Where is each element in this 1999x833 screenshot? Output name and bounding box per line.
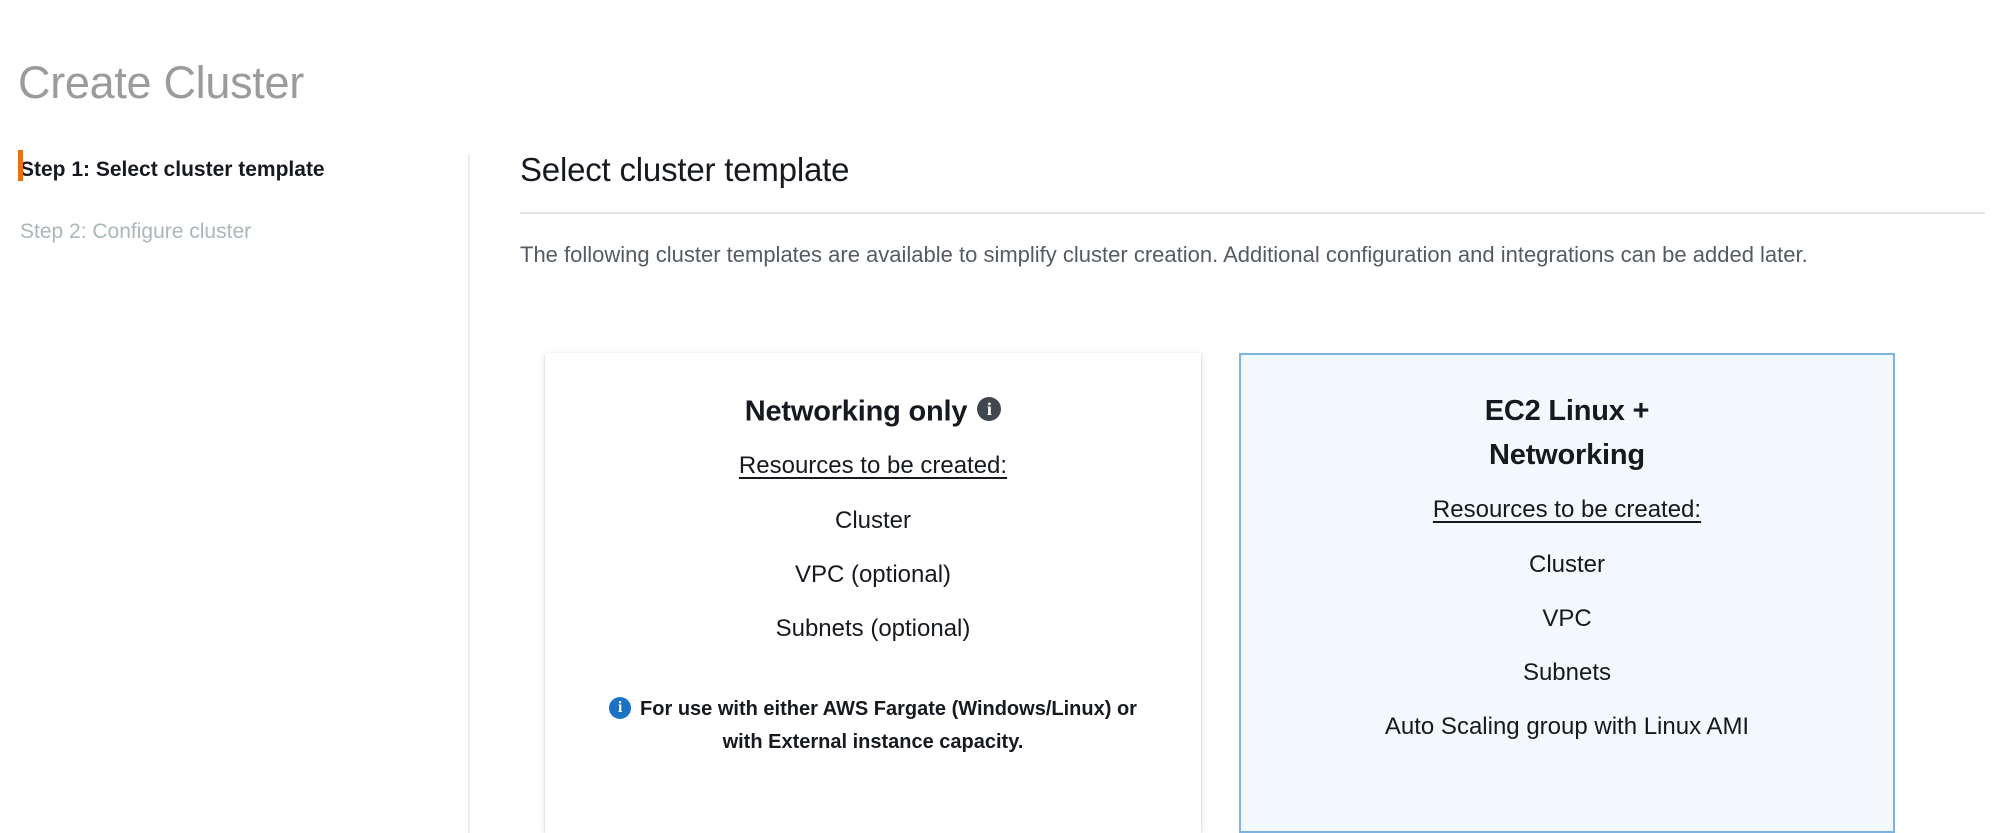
template-card-row: Networking only i Resources to be created… bbox=[545, 353, 1895, 833]
active-step-accent-bar bbox=[18, 150, 23, 181]
card-title-line-2: Networking bbox=[1489, 439, 1645, 471]
info-icon[interactable]: i bbox=[977, 397, 1002, 422]
resource-item: Auto Scaling group with Linux AMI bbox=[1384, 713, 1750, 740]
card-title-line-1: EC2 Linux + bbox=[1484, 395, 1650, 427]
card-title-text: Networking only bbox=[744, 395, 968, 428]
info-icon: i bbox=[609, 697, 632, 720]
wizard-steps-rail: Step 1: Select cluster template Step 2: … bbox=[0, 145, 470, 833]
rail-divider bbox=[468, 155, 470, 833]
section-divider bbox=[520, 212, 1985, 214]
resource-item: Subnets bbox=[1522, 659, 1612, 686]
card-note: i For use with either AWS Fargate (Window… bbox=[572, 693, 1174, 759]
template-card-networking-only[interactable]: Networking only i Resources to be created… bbox=[545, 353, 1201, 833]
resource-item: Cluster bbox=[834, 507, 912, 535]
resources-label: Resources to be created: bbox=[1432, 496, 1702, 523]
wizard-step-1[interactable]: Step 1: Select cluster template bbox=[20, 158, 325, 181]
wizard-step-2[interactable]: Step 2: Configure cluster bbox=[20, 220, 252, 243]
template-card-ec2-linux-networking[interactable]: EC2 Linux + Networking Resources to be c… bbox=[1239, 353, 1895, 833]
resource-item: VPC (optional) bbox=[794, 561, 952, 589]
card-note-line-2: or with External instance capacity. bbox=[722, 698, 1137, 754]
section-description: The following cluster templates are avai… bbox=[520, 242, 1808, 267]
card-note-line-1: For use with either AWS Fargate (Windows… bbox=[640, 698, 1112, 721]
section-title: Select cluster template bbox=[520, 151, 850, 188]
card-title-networking-only: Networking only i bbox=[572, 388, 1174, 433]
resources-label: Resources to be created: bbox=[738, 452, 1008, 480]
page-title: Create Cluster bbox=[18, 57, 304, 109]
card-title-ec2-linux-networking: EC2 Linux + Networking bbox=[1267, 389, 1867, 477]
resource-item: Subnets (optional) bbox=[775, 615, 971, 643]
main-content: Select cluster template The following cl… bbox=[520, 150, 1990, 296]
resource-item: VPC bbox=[1542, 605, 1592, 632]
resource-item: Cluster bbox=[1528, 551, 1606, 578]
